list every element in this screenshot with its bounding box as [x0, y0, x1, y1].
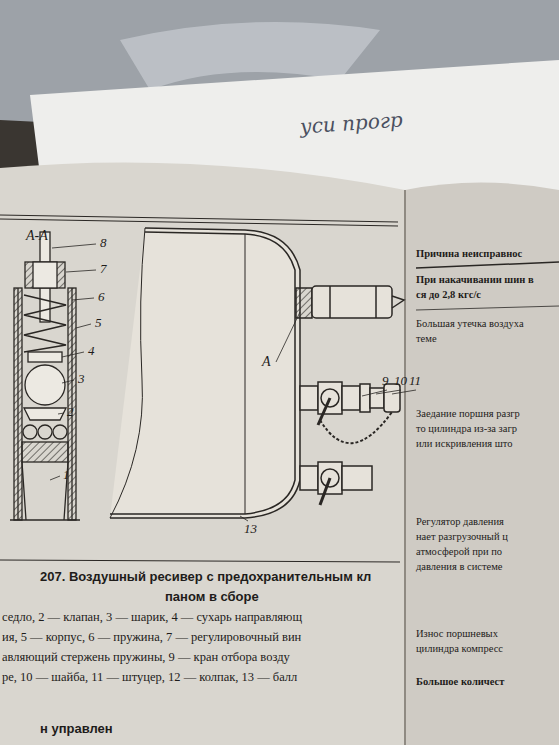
left-page [0, 162, 405, 745]
table-cell: При накачивании шин в [416, 274, 534, 286]
table-cell: то цилиндра из-за загр [416, 423, 517, 435]
frame-line [0, 560, 400, 562]
frame-line [0, 215, 398, 222]
next-heading: н управлен [40, 722, 113, 737]
legend-line: седло, 2 — клапан, 3 — шарик, 4 — сухарь… [2, 610, 302, 624]
table-cell: ся до 2,8 кгс/с [416, 289, 481, 301]
valve-section [10, 232, 80, 520]
table-cell: или искривления што [416, 438, 513, 450]
section-label: А-А [26, 228, 48, 244]
legend-line: авляющий стержень пружины, 9 — кран отбо… [2, 650, 290, 664]
callout-number: 11 [409, 374, 421, 389]
receiver [110, 228, 404, 518]
table-cell: давления в системе [416, 561, 503, 573]
legend-line: ия, 5 — корпус, 6 — пружина, 7 — регулир… [2, 630, 301, 644]
leader-lines [240, 312, 416, 521]
leader-lines [50, 244, 96, 480]
callout-number: 13 [244, 522, 257, 537]
table-rule [416, 306, 559, 310]
callout-number: 2 [67, 405, 74, 420]
legend-line: ре, 10 — шайба, 11 — штуцер, 12 — колпак… [2, 670, 297, 684]
table-cell: Износ поршневых [416, 628, 498, 640]
frame-line [0, 219, 398, 226]
table-header: Причина неисправнос [416, 248, 522, 260]
table-cell: цилиндра компресс [416, 643, 503, 655]
callout-number: 8 [100, 236, 107, 251]
table-cell: Большое количест [416, 676, 504, 688]
table-cell: Заедание поршня разгр [416, 408, 520, 420]
callout-number: 10 [394, 374, 407, 389]
right-page [405, 183, 559, 745]
callout-number: 3 [78, 372, 85, 387]
callout-number: 4 [88, 344, 95, 359]
callout-number: 9 [382, 374, 389, 389]
gutter [404, 190, 406, 745]
callout-number: 7 [100, 262, 107, 277]
table-cell: нает разгрузочный ц [416, 531, 508, 543]
table-rule [416, 262, 559, 268]
handwriting: уси прогр [299, 108, 403, 138]
callout-number: 6 [98, 290, 105, 305]
caption-line: паном в сборе [165, 590, 259, 605]
section-label: А [262, 354, 271, 370]
table-cell: атмосферой при по [416, 546, 502, 558]
figure-caption: 207. Воздушный ресивер с предохранительн… [40, 570, 371, 585]
callout-number: 1 [63, 468, 70, 483]
table-cell: теме [416, 333, 437, 345]
table-cell: Большая утечка воздуха [416, 318, 524, 330]
table-cell: Регулятор давления [416, 516, 504, 528]
callout-number: 5 [95, 316, 102, 331]
